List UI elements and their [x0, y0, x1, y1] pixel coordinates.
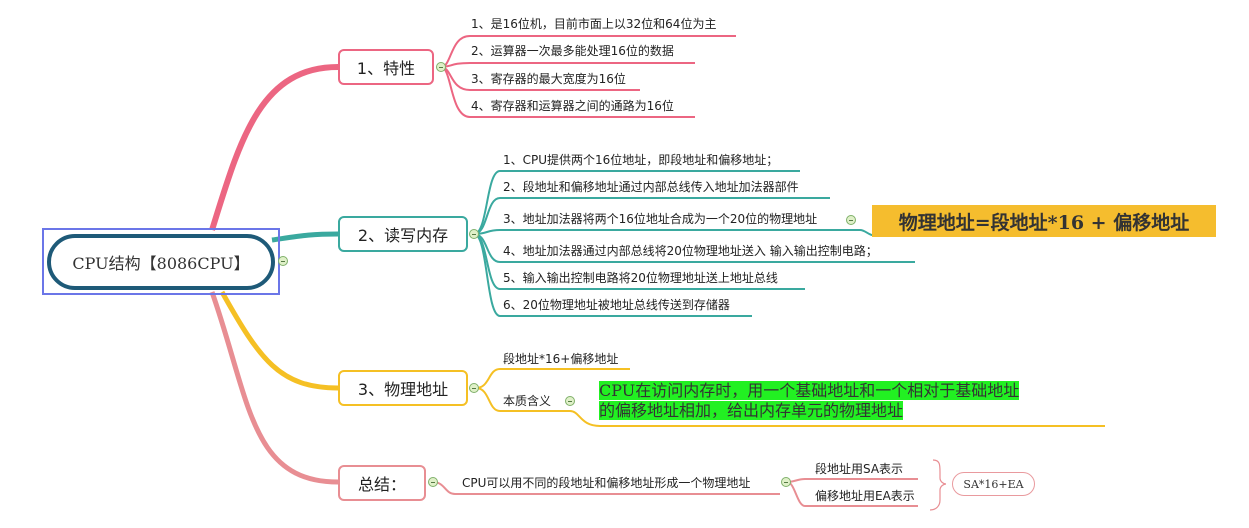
branch-topic-label: 2、读写内存: [357, 226, 449, 245]
list-item[interactable]: 6、20位物理地址被地址总线传送到存储器: [503, 298, 730, 312]
list-item[interactable]: 1、是16位机，目前市面上以32位和64位为主: [471, 17, 717, 31]
branch-topic-label: 总结：: [357, 475, 406, 494]
list-item[interactable]: 3、寄存器的最大宽度为16位: [471, 72, 626, 86]
collapse-toggle-icon[interactable]: [565, 396, 575, 406]
list-item[interactable]: 2、段地址和偏移地址通过内部总线传入地址加法器部件: [503, 180, 799, 194]
essence-meaning-note[interactable]: CPU在访问内存时，用一个基础地址和一个相对于基础地址 的偏移地址相加，给出内存…: [599, 381, 1089, 421]
formula-text: 物理地址=段地址*16 + 偏移地址: [898, 211, 1190, 234]
list-item[interactable]: 1、CPU提供两个16位地址，即段地址和偏移地址；: [503, 153, 779, 167]
branch-topic-features[interactable]: 1、特性: [338, 49, 434, 85]
list-item[interactable]: 4、寄存器和运算器之间的通路为16位: [471, 99, 674, 113]
list-item[interactable]: 段地址*16+偏移地址: [503, 352, 619, 366]
collapse-toggle-icon[interactable]: [781, 477, 791, 487]
meaning-line-2: 的偏移地址相加，给出内存单元的物理地址: [599, 401, 904, 420]
list-item[interactable]: 段地址用SA表示: [815, 462, 904, 476]
collapse-toggle-icon[interactable]: [469, 229, 479, 239]
root-topic[interactable]: CPU结构【8086CPU】: [47, 234, 275, 290]
root-topic-label: CPU结构【8086CPU】: [72, 254, 250, 273]
list-item[interactable]: 2、运算器一次最多能处理16位的数据: [471, 44, 674, 58]
list-item[interactable]: 本质含义: [503, 394, 552, 408]
collapse-toggle-icon[interactable]: [469, 383, 479, 393]
branch-topic-summary[interactable]: 总结：: [338, 465, 426, 501]
collapse-toggle-icon[interactable]: [846, 215, 856, 225]
branch-topic-label: 1、特性: [356, 59, 416, 78]
collapse-toggle-icon[interactable]: [428, 477, 438, 487]
branch-topic-read-write-memory[interactable]: 2、读写内存: [338, 216, 468, 252]
list-item[interactable]: 3、地址加法器将两个16位地址合成为一个20位的物理地址: [503, 212, 818, 226]
branch-topic-label: 3、物理地址: [357, 380, 449, 399]
list-item[interactable]: 5、输入输出控制电路将20位物理地址送上地址总线: [503, 271, 778, 285]
summary-pill-text: SA*16+EA: [963, 477, 1024, 491]
branch-topic-physical-address[interactable]: 3、物理地址: [338, 370, 468, 406]
list-item[interactable]: 4、地址加法器通过内部总线将20位物理地址送入 输入输出控制电路；: [503, 244, 878, 258]
collapse-toggle-icon[interactable]: [436, 62, 446, 72]
summary-pill[interactable]: SA*16+EA: [952, 472, 1035, 496]
physical-address-formula[interactable]: 物理地址=段地址*16 + 偏移地址: [872, 205, 1216, 237]
collapse-toggle-icon[interactable]: [278, 256, 288, 266]
list-item[interactable]: 偏移地址用EA表示: [815, 489, 915, 503]
meaning-line-1: CPU在访问内存时，用一个基础地址和一个相对于基础地址: [599, 381, 1020, 400]
list-item[interactable]: CPU可以用不同的段地址和偏移地址形成一个物理地址: [462, 476, 751, 490]
